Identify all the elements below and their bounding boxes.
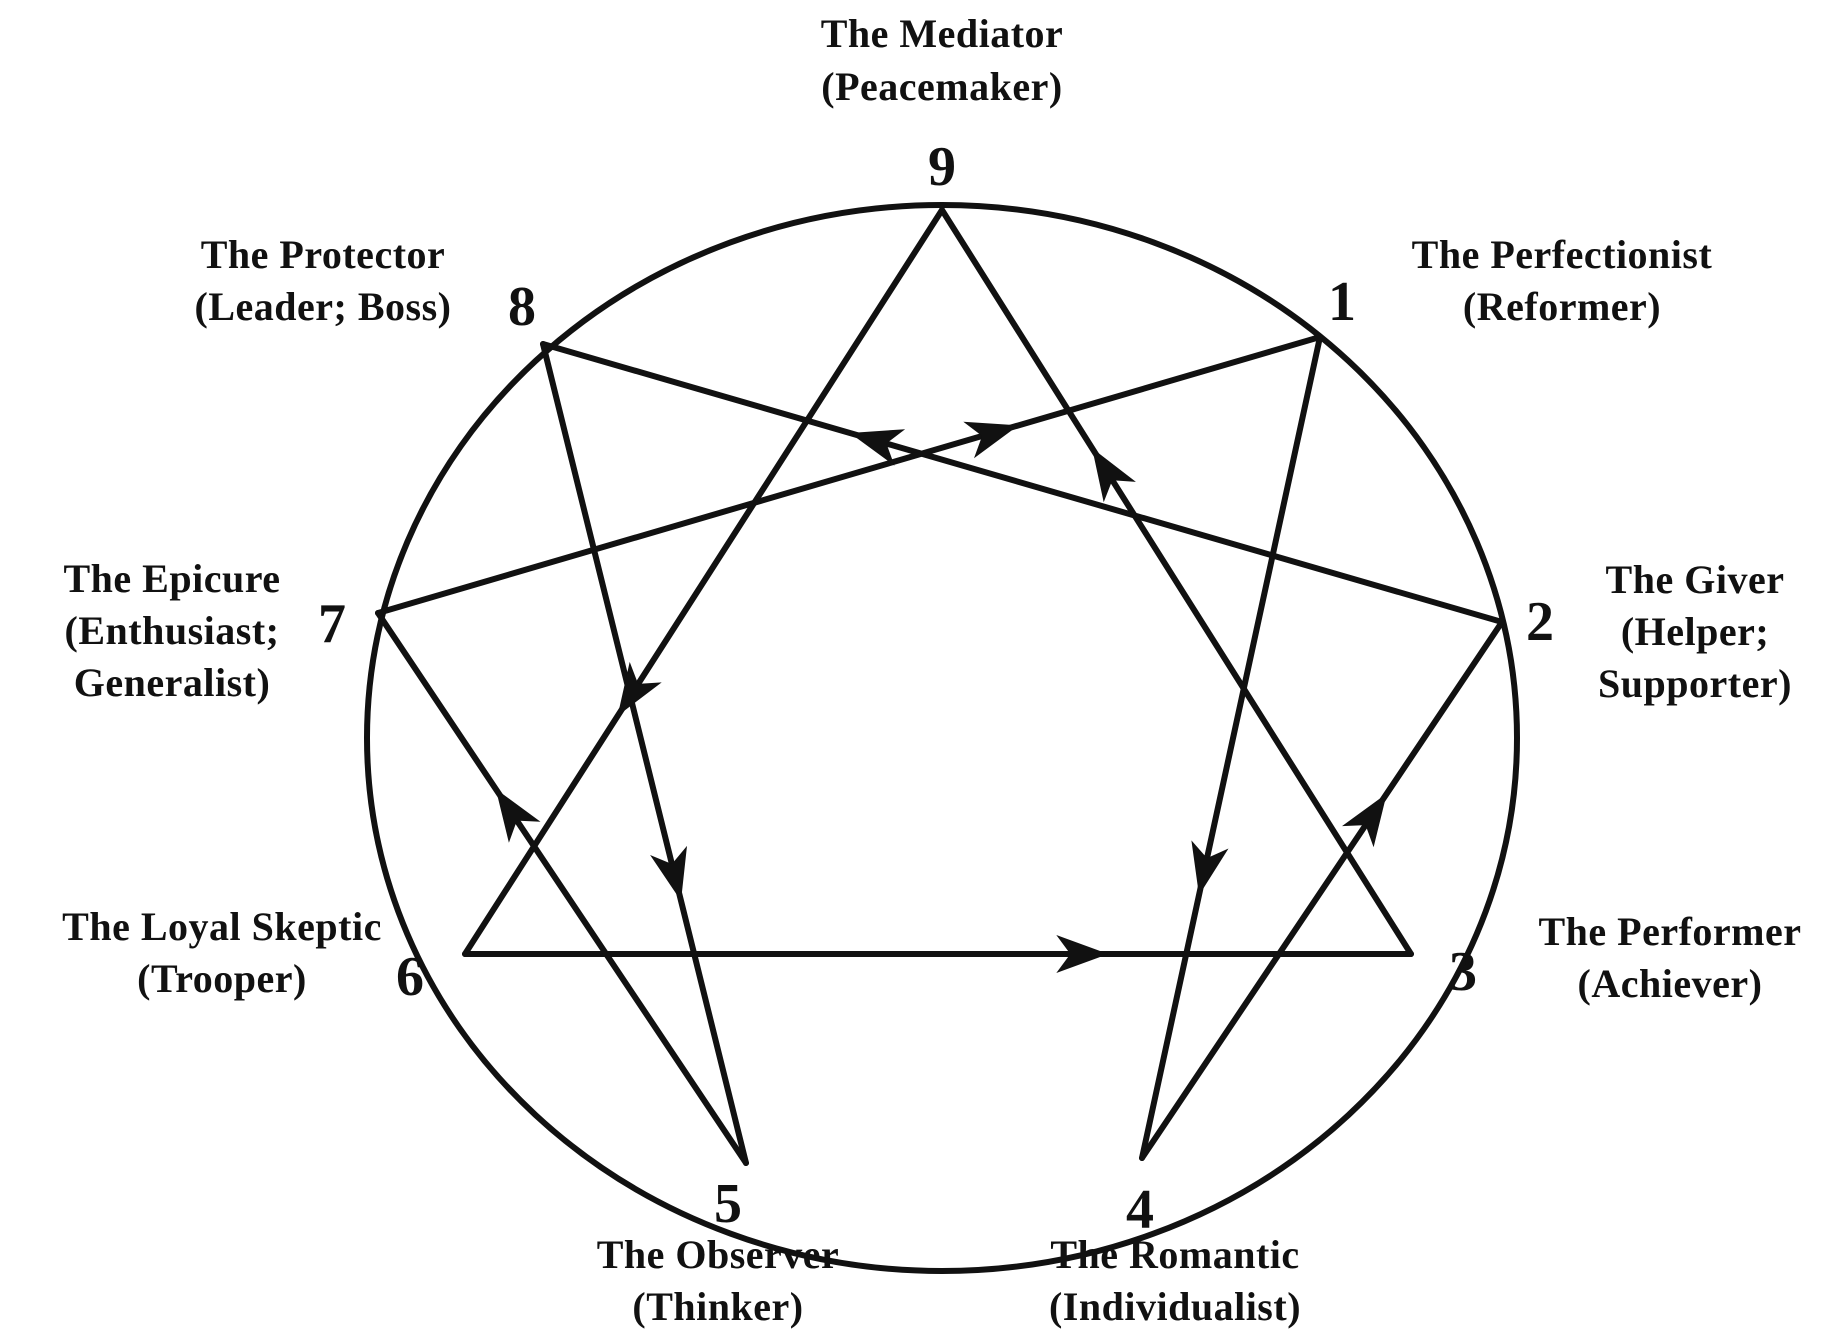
- connection-lines: [375, 207, 1505, 1166]
- type-9-name: The Mediator: [821, 11, 1064, 56]
- type-5-alt-line-1: (Thinker): [632, 1284, 803, 1329]
- type-8-name: The Protector: [201, 232, 446, 277]
- type-2-name: The Giver: [1606, 557, 1785, 602]
- type-7-number: 7: [318, 593, 346, 655]
- type-9-alt-line-1: (Peacemaker): [821, 64, 1062, 109]
- type-1-name: The Perfectionist: [1412, 232, 1713, 277]
- type-1-number: 1: [1328, 271, 1356, 333]
- arrowhead-1-to-4: [1191, 840, 1229, 896]
- type-5-group: 5 The Observer (Thinker): [597, 1173, 840, 1329]
- line-2-to-8: [540, 341, 1505, 625]
- line-7-to-1: [375, 334, 1323, 616]
- type-2-alt-line-1: (Helper;: [1621, 609, 1769, 654]
- type-8-group: 8 The Protector (Leader; Boss): [195, 232, 536, 338]
- type-4-group: 4 The Romantic (Individualist): [1049, 1179, 1301, 1329]
- type-6-group: 6 The Loyal Skeptic (Trooper): [62, 904, 424, 1008]
- arrowhead-6-to-3: [1056, 935, 1109, 973]
- type-9-group: The Mediator (Peacemaker) 9: [821, 11, 1064, 198]
- type-1-alt-line-1: (Reformer): [1463, 284, 1661, 329]
- type-6-number: 6: [396, 946, 424, 1008]
- type-7-alt-line-2: Generalist): [74, 660, 271, 705]
- type-5-name: The Observer: [597, 1232, 840, 1277]
- arrowhead-8-to-5: [650, 845, 687, 901]
- type-3-group: 3 The Performer (Achiever): [1449, 909, 1801, 1006]
- type-3-name: The Performer: [1538, 909, 1801, 954]
- type-9-number: 9: [928, 136, 956, 198]
- type-4-name: The Romantic: [1050, 1232, 1299, 1277]
- line-5-to-7: [375, 610, 749, 1166]
- arrowhead-9-to-6: [617, 661, 662, 716]
- type-4-alt-line-1: (Individualist): [1049, 1284, 1301, 1329]
- line-4-to-2: [1139, 619, 1505, 1161]
- arrowhead-4-to-2: [1342, 793, 1387, 848]
- type-8-alt-line-1: (Leader; Boss): [195, 284, 452, 329]
- type-4-number: 4: [1126, 1179, 1154, 1241]
- type-1-group: 1 The Perfectionist (Reformer): [1328, 232, 1712, 333]
- arrowhead-5-to-7: [495, 789, 541, 843]
- type-7-group: 7 The Epicure (Enthusiast; Generalist): [63, 556, 346, 705]
- line-8-to-5: [540, 341, 749, 1166]
- type-6-alt-line-1: (Trooper): [137, 956, 307, 1001]
- line-3-to-9: [939, 207, 1414, 957]
- type-2-group: 2 The Giver (Helper; Supporter): [1526, 557, 1792, 706]
- type-2-alt-line-2: Supporter): [1598, 661, 1792, 706]
- type-3-number: 3: [1449, 941, 1477, 1003]
- arrowhead-2-to-8: [849, 429, 906, 466]
- line-1-to-4: [1139, 334, 1323, 1161]
- type-3-alt-line-1: (Achiever): [1578, 961, 1763, 1006]
- type-7-name: The Epicure: [63, 556, 280, 601]
- line-9-to-6: [462, 207, 945, 957]
- arrowheads: [495, 421, 1387, 973]
- arrowhead-7-to-1: [963, 421, 1019, 459]
- arrowhead-3-to-9: [1092, 448, 1136, 503]
- type-6-name: The Loyal Skeptic: [62, 904, 382, 949]
- type-5-number: 5: [714, 1173, 742, 1235]
- enneagram-circle: [364, 202, 1520, 1274]
- type-8-number: 8: [508, 276, 536, 338]
- type-2-number: 2: [1526, 591, 1554, 653]
- type-7-alt-line-1: (Enthusiast;: [65, 608, 280, 653]
